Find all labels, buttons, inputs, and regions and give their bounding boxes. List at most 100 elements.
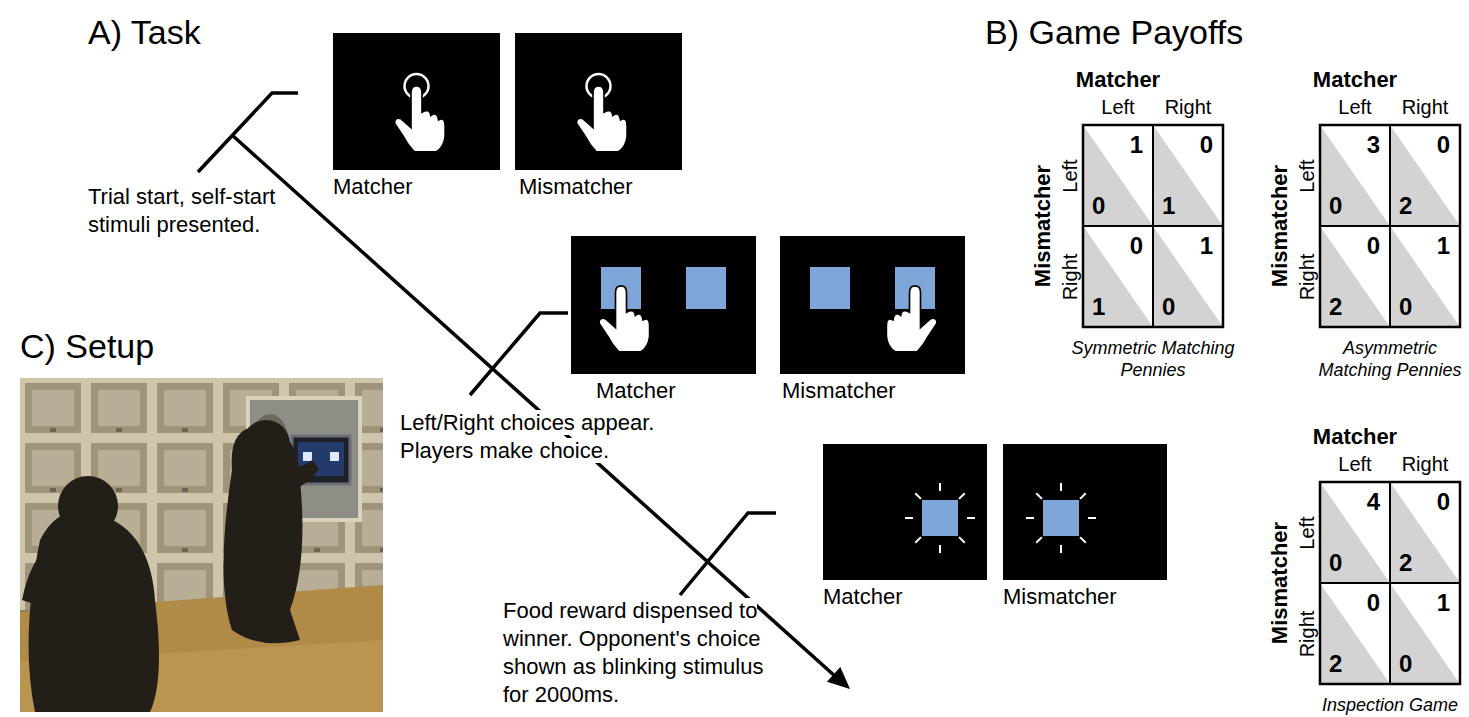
payoff-number: 1 (1200, 232, 1213, 259)
payoff-number-box: 1 (1092, 293, 1105, 321)
payoff-number-box: 0 (1092, 192, 1105, 220)
payoff-number-box: 2 (1329, 293, 1342, 321)
payoff-number: 3 (1367, 131, 1380, 158)
payoff-number: 1 (1437, 589, 1450, 616)
screen-panel: Matcher (823, 444, 987, 612)
screen-panel: Matcher (571, 236, 756, 406)
blink-ray (905, 517, 913, 519)
hand-icon (577, 86, 628, 152)
row-header-box: Left (1060, 159, 1080, 192)
player-header: Mismatcher (1267, 522, 1292, 644)
payoff-number-box: 2 (1329, 650, 1342, 678)
column-header-box: Right (1402, 452, 1449, 476)
game-caption: Inspection Game (1322, 695, 1458, 715)
payoff-number-box: 0 (1437, 131, 1450, 159)
payoff-number-box: 0 (1162, 293, 1175, 321)
blink-ray (1060, 483, 1062, 491)
payoff-number: 1 (1130, 131, 1143, 158)
player-label: Mismatcher (1003, 584, 1117, 610)
payoff-number: 2 (1399, 549, 1412, 576)
player-header: Mismatcher (1267, 165, 1292, 287)
column-header: Right (1402, 96, 1449, 118)
screen-graphic (571, 236, 756, 374)
payoff-number-box: 0 (1329, 192, 1342, 220)
blink-ray (959, 493, 965, 499)
blink-ray (1080, 493, 1086, 499)
player-header-box: Matcher (1313, 424, 1397, 450)
chimp-head (58, 476, 118, 536)
row-header-box: Right (1060, 253, 1080, 300)
step-description-box: Food reward dispensed to winner. Opponen… (503, 597, 775, 709)
game-caption-box: Symmetric Matching Pennies (1068, 337, 1238, 381)
column-header: Right (1402, 453, 1449, 475)
payoff-number: 1 (1092, 293, 1105, 320)
touch-screen (780, 236, 965, 374)
payoff-number: 2 (1399, 192, 1412, 219)
chimp-head (242, 420, 290, 468)
payoff-number: 0 (1092, 192, 1105, 219)
player-label: Mismatcher (519, 174, 633, 200)
payoff-number-box: 2 (1399, 549, 1412, 577)
timeline-tick (470, 313, 568, 395)
touch-screen (515, 33, 682, 170)
player-label: Matcher (333, 174, 412, 200)
screen-panel: Mismatcher (515, 33, 682, 202)
row-header-box: Left (1297, 159, 1317, 192)
game-caption-box: Asymmetric Matching Pennies (1305, 337, 1469, 381)
photo-ground (20, 378, 383, 712)
blink-ray (915, 493, 921, 499)
payoff-number-box: 0 (1399, 650, 1412, 678)
panel-heading: C) Setup (20, 327, 154, 365)
setup-photo (20, 378, 383, 712)
payoff-number-box: 1 (1200, 232, 1213, 260)
blink-ray (1036, 537, 1042, 543)
player-header-box: Matcher (1313, 67, 1397, 93)
panel-heading-box: C) Setup (20, 326, 154, 366)
payoff-number-box: 0 (1200, 131, 1213, 159)
column-header-box: Right (1165, 95, 1212, 119)
chimp-arm (22, 545, 62, 604)
touch-screen (571, 236, 756, 374)
payoff-number-box: 4 (1367, 488, 1380, 516)
payoff-number-box: 0 (1329, 549, 1342, 577)
touch-screen (823, 444, 987, 580)
game-caption: Symmetric Matching Pennies (1071, 338, 1234, 380)
panel-heading-box: A) Task (88, 12, 201, 52)
blink-square (922, 500, 958, 536)
blink-ray (915, 537, 921, 543)
hand-icon (395, 86, 446, 152)
step-description: Food reward dispensed to winner. Opponen… (503, 598, 763, 707)
column-header: Left (1101, 96, 1134, 118)
column-header-box: Right (1402, 95, 1449, 119)
column-header: Left (1338, 453, 1371, 475)
column-header-box: Left (1338, 452, 1371, 476)
player-label: Matcher (823, 584, 902, 610)
payoff-number: 0 (1329, 549, 1342, 576)
payoff-number-box: 0 (1367, 232, 1380, 260)
payoff-number-box: 1 (1162, 192, 1175, 220)
blink-ray (967, 517, 975, 519)
payoff-number: 4 (1367, 488, 1380, 515)
screen-graphic (780, 236, 965, 374)
row-header: Left (1059, 159, 1081, 192)
row-header-box: Right (1297, 253, 1317, 300)
screen-square (330, 452, 339, 461)
payoff-number-box: 3 (1367, 131, 1380, 159)
blink-ray (939, 483, 941, 491)
row-header-box: Left (1297, 516, 1317, 549)
blink-ray (959, 537, 965, 543)
blink-ray (1036, 493, 1042, 499)
player-header: Mismatcher (1030, 165, 1055, 287)
payoff-number: 2 (1329, 293, 1342, 320)
touch-screen (333, 33, 500, 170)
payoff-number-box: 1 (1437, 232, 1450, 260)
blink-square (1043, 500, 1079, 536)
screen-graphic (515, 33, 682, 170)
step-description: Trial start, self-start stimuli presente… (88, 184, 275, 237)
payoff-number: 0 (1329, 192, 1342, 219)
screen-square (303, 452, 312, 461)
screen-graphic (333, 33, 500, 170)
row-header: Right (1059, 253, 1081, 300)
hand-icon (886, 286, 937, 352)
game-caption: Asymmetric Matching Pennies (1318, 338, 1461, 380)
